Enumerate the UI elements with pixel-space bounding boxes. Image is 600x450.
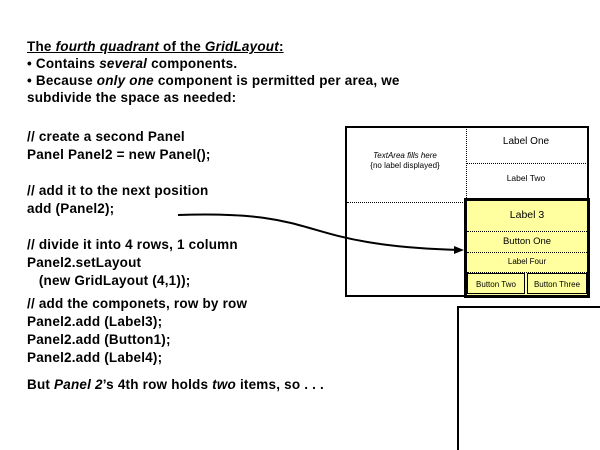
bullet-2-cont: subdivide the space as needed: (27, 90, 237, 105)
code-line: Panel2.setLayout (27, 255, 142, 270)
text: • Because (27, 73, 97, 88)
textarea-label: TextArea fills here (373, 151, 437, 160)
emphasis: several (99, 56, 148, 71)
title-text: : (278, 39, 284, 54)
title-emphasis: GridLayout (204, 39, 279, 54)
code-comment: // create a second Panel (27, 129, 185, 144)
divider (466, 163, 586, 164)
code-comment: // add the componets, row by row (27, 296, 248, 311)
title-emphasis: fourth quadrant (55, 39, 160, 54)
emphasis: Panel 2 (54, 377, 103, 392)
code-line: Panel2.add (Label3); (27, 314, 163, 329)
button-three[interactable]: Button Three (527, 273, 587, 294)
bullet-1: • Contains several components. (27, 56, 237, 71)
text: ’s 4th row holds (102, 377, 213, 392)
label-one: Label One (502, 136, 550, 147)
emphasis: two (212, 377, 236, 392)
code-line: add (Panel2); (27, 201, 115, 216)
code-line: Panel Panel2 = new Panel(); (27, 147, 211, 162)
arrow-line (177, 213, 461, 251)
code-comment: // divide it into 4 rows, 1 column (27, 237, 238, 252)
panel2: Label 3 Button One Label Four Button Two… (464, 198, 590, 298)
text: But (27, 377, 55, 392)
code-line: Panel2.add (Label4); (27, 350, 163, 365)
divider (347, 202, 465, 203)
label-four: Label Four (467, 253, 587, 273)
text: • Contains (27, 56, 100, 71)
code-comment: // add it to the next position (27, 183, 209, 198)
text: component is permitted per area, we (153, 73, 400, 88)
bullet-2: • Because only one component is permitte… (27, 73, 400, 88)
code-line: (new GridLayout (4,1)); (27, 273, 191, 288)
closing-line: But Panel 2’s 4th row holds two items, s… (27, 377, 324, 392)
text: items, so . . . (236, 377, 324, 392)
label-two: Label Two (506, 173, 546, 183)
title-text: The (27, 39, 56, 54)
code-line: Panel2.add (Button1); (27, 332, 171, 347)
textarea-note: {no label displayed} (370, 161, 440, 170)
arrow-head-icon (454, 246, 464, 254)
label-3: Label 3 (467, 201, 587, 232)
emphasis: only one (96, 73, 154, 88)
title-text: of the (159, 39, 205, 54)
slide-title: The fourth quadrant of the GridLayout: (27, 39, 284, 54)
text: components. (147, 56, 238, 71)
button-one[interactable]: Button One (467, 232, 587, 253)
button-two[interactable]: Button Two (467, 273, 525, 294)
